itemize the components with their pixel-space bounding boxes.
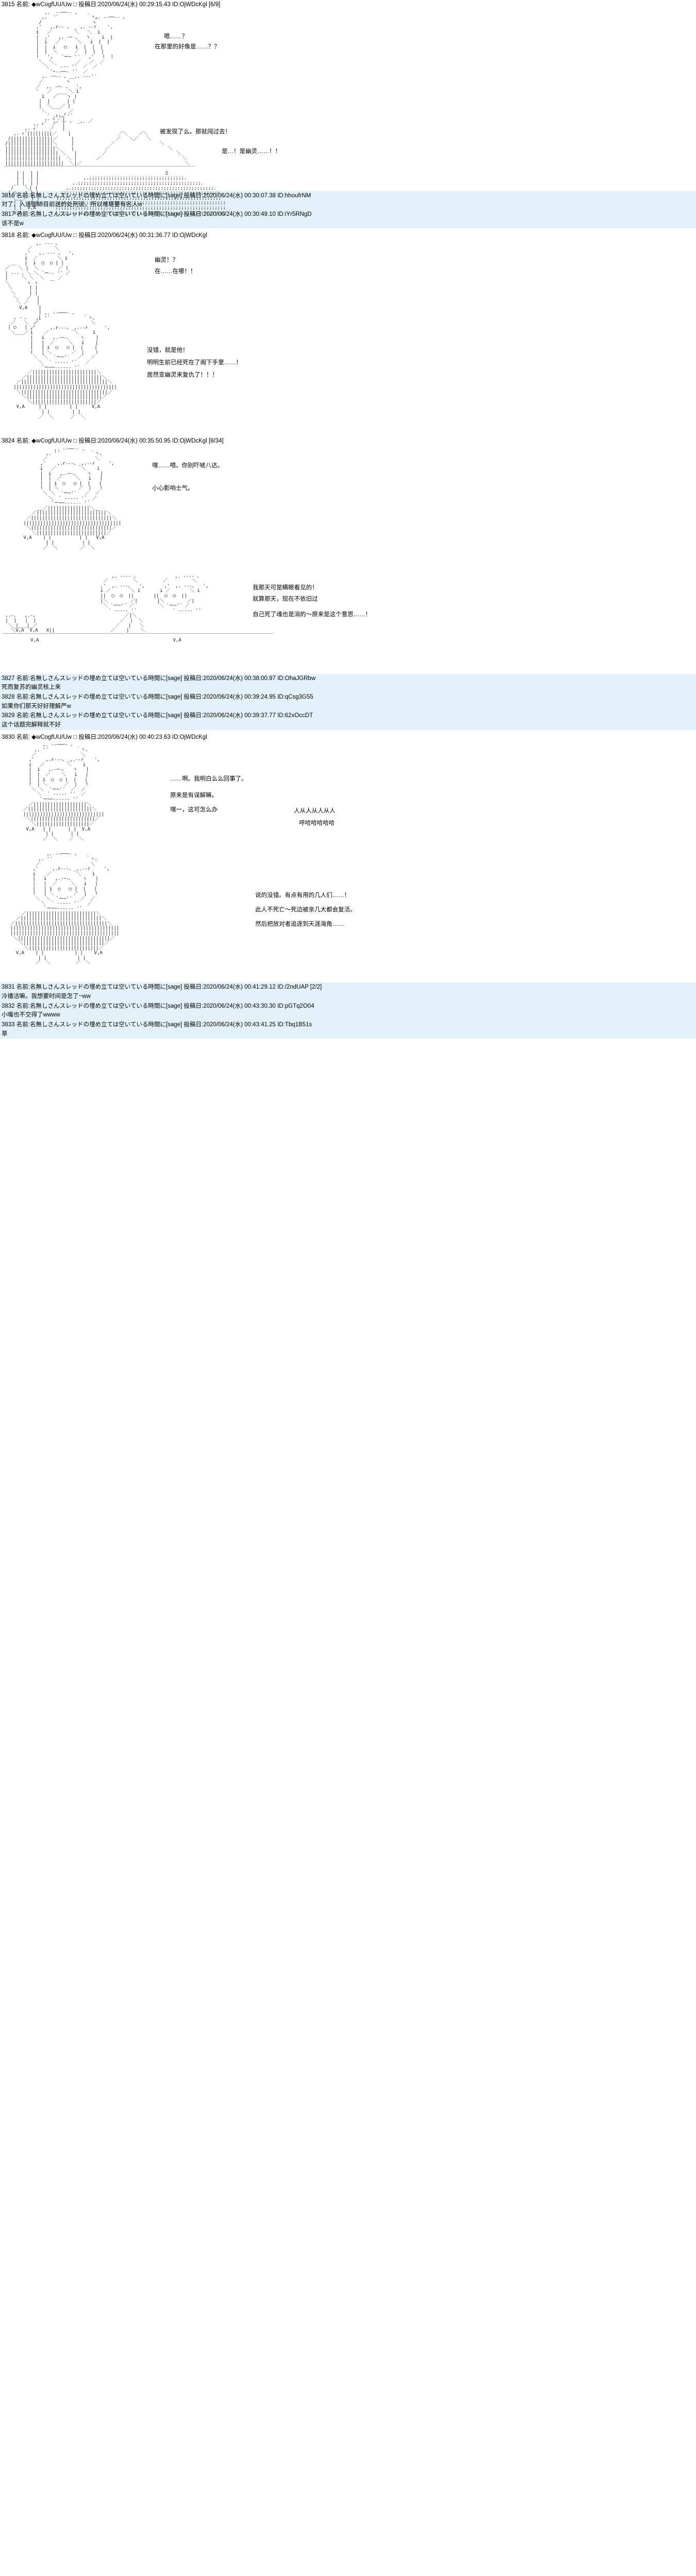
dialogue-line: 我那天可是瞒眼看见的！	[253, 584, 318, 591]
dialogue-line: 就算那天，现在不依旧过	[253, 596, 318, 602]
post-header-3830[interactable]: 3830 名前: ◆wCogfUU/Uw □ 投稿日:2020/06/24(水)…	[0, 732, 696, 742]
thread-page: 3815 名前: ◆wCogfUU/Uw □ 投稿日:2020/06/24(水)…	[0, 0, 696, 1039]
post-header-3833[interactable]: 3833 名前:名無しさんスレッドの埋め立ては空いている時間に[sage] 投稿…	[0, 1020, 696, 1030]
aa-block-3815-a: ,. -‐──-- 、 ,. -‐──-- 、 ,. '´ ｀丶、 / ヽ ,'…	[0, 10, 696, 124]
aa-art-lines: ,. -‐- 、 ／ ＼ ,' ,. -‐- 、 ', i ／ ＼ i __ |…	[5, 241, 74, 335]
dialogue-line: 没错，就是他！	[147, 347, 189, 354]
dialogue-line: 嗯……？	[164, 33, 188, 40]
post-body-3832: 小嘴也不交得了wwww	[0, 1011, 696, 1021]
dialogue-line: 嘿……喂。你别吓唬八达。	[152, 462, 223, 469]
aa-art-lines: ,. -‐───- 、 ,. '´ ｀丶、 ／ ＼ ,' ,.r‐--、_,.-…	[13, 311, 117, 420]
post-header-3816[interactable]: 3816 名前:名無しさんスレッドの埋め立ては空いている時間に[sage] 投稿…	[0, 191, 696, 201]
post-body-3816: 対了、入速御姉目前送的处刑说，所以难堪要有名人w	[0, 200, 696, 210]
dialogue-line: ……啊。我明白么么回事了。	[170, 776, 247, 783]
aa-art-lines: ,. -‐───- 、 ,. '´ ｀丶、 ／ ＼ ,' ,.r‐--、_,.-…	[23, 742, 105, 842]
post-header-3832[interactable]: 3832 名前:名無しさんスレッドの埋め立ては空いている時間に[sage] 投稿…	[0, 1001, 696, 1011]
aa-art-lines: ,. -‐-- 、 ,. -‐-- 、 ／ ＼ ／ ＼ ,' ,. -‐-､ '…	[3, 573, 274, 643]
post-header-3817[interactable]: 3817 名前:名無しさんスレッドの埋め立ては空いている時間に[sage] 投稿…	[0, 210, 696, 219]
post-header-3815[interactable]: 3815 名前: ◆wCogfUU/Uw □ 投稿日:2020/06/24(水)…	[0, 0, 696, 10]
dialogue-line: 自己死了魂也是消的～原来是这个意思……！	[253, 611, 371, 618]
dialogue-line: 说的没错。有点有用的几人们……！	[255, 892, 350, 899]
dialogue-line: 原来是有误解嘛。	[170, 792, 218, 799]
post-header-3828[interactable]: 3828 名前:名無しさんスレッドの埋め立ては空いている時間に[sage] 投稿…	[0, 692, 696, 702]
aa-block-3830-a: ,. -‐───- 、 ,. '´ ｀丶、 ／ ＼ ,' ,.r‐--、_,.-…	[0, 742, 696, 842]
aa-block-3824: ,. -‐──-- 、 ,. '´ ｀丶、 ／ ＼ ,' ,.r‐--、_,.-…	[0, 446, 696, 562]
aa-block-3818-a: ,. -‐- 、 ／ ＼ ,' ,. -‐- 、 ', i ／ ＼ i __ |…	[0, 241, 696, 335]
post-body-3829: 这个话题完解释就不好	[0, 721, 696, 730]
dialogue-line: 嘿一，这可怎么办	[170, 807, 218, 814]
aa-art-lines: ,. -‐───- 、 ,. '´ ｀丶、 ／ ＼ ,' ,.r‐--、_,.-…	[10, 852, 120, 966]
aa-art-lines: ,. -‐──-- 、 ,. '´ ｀丶、 / ヽ ,' ,.r‐- 、 _ ,…	[36, 10, 113, 124]
aa-block-3818-b: ,. -‐───- 、 ,. '´ ｀丶、 ／ ＼ ,' ,.r‐--、_,.-…	[0, 310, 696, 431]
dialogue-line: 明明生前已经死在了阁下手里……！	[147, 360, 242, 366]
aa-block-3830-b: ,. -‐───- 、 ,. '´ ｀丶、 ／ ＼ ,' ,.r‐--、_,.-…	[0, 851, 696, 977]
post-header-3818[interactable]: 3818 名前: ◆wCogfUU/Uw □ 投稿日:2020/06/24(水)…	[0, 231, 696, 241]
aa-block-3825: ,. -‐-- 、 ,. -‐-- 、 ／ ＼ ／ ＼ ,' ,. -‐-､ '…	[0, 573, 696, 669]
post-header-3824[interactable]: 3824 名前: ◆wCogfUU/Uw □ 投稿日:2020/06/24(水)…	[0, 436, 696, 446]
dialogue-line: 呼哈哈哈哈哈	[299, 820, 335, 827]
dialogue-line: 在……在哪！！	[155, 268, 196, 275]
dialogue-line: 小心影响士气。	[152, 485, 194, 492]
post-body-3833: 草	[0, 1029, 696, 1039]
dialogue-line: 居然变幽灵来复仇了！！！	[147, 372, 218, 379]
dialogue-line: 被发现了么。那就闯过去！	[160, 128, 231, 135]
dialogue-line: 是…！是幽灵……！！	[222, 148, 281, 155]
post-header-3827[interactable]: 3827 名前:名無しさんスレッドの埋め立ては空いている時間に[sage] 投稿…	[0, 673, 696, 684]
post-header-3831[interactable]: 3831 名前:名無しさんスレッドの埋め立ては空いている時間に[sage] 投稿…	[0, 982, 696, 993]
dialogue-line: 在那里的好像是……？？	[155, 43, 220, 50]
post-body-3817: 该不是w	[0, 219, 696, 229]
post-body-3827: 死而复苏的幽灵核上来	[0, 683, 696, 693]
post-header-3829[interactable]: 3829 名前:名無しさんスレッドの埋め立ては空いている時間に[sage] 投稿…	[0, 711, 696, 721]
dialogue-line: 然后把放对者追逐到天涯海角……	[255, 921, 344, 928]
post-body-3831: 冷播洁嘛。我想要时间是怎了~ww	[0, 992, 696, 1002]
dialogue-line: 幽灵！？	[155, 257, 178, 264]
post-body-3828: 如果你们那天好好理解严w	[0, 702, 696, 711]
dialogue-line: 人从人从人从人	[294, 808, 336, 815]
aa-art-lines: ,. ｨ ,. ｨ´／| ,. ｨ´ ／ | ,. ｨ´ ／ | ,. ｨ´||…	[5, 111, 226, 216]
aa-block-3815-b: ,. ｨ ,. ｨ´／| ,. ｨ´ ／ | ,. ｨ´ ／ | ,. ｨ´||…	[0, 111, 696, 215]
aa-art: ,. -‐──-- 、	[39, 15, 127, 21]
aa-art-lines: ,. -‐──-- 、 ,. '´ ｀丶、 ／ ＼ ,' ,.r‐--、_,.-…	[23, 446, 122, 551]
dialogue-line: 此人不死亡～死边被亲几大都会复活。	[255, 907, 356, 913]
